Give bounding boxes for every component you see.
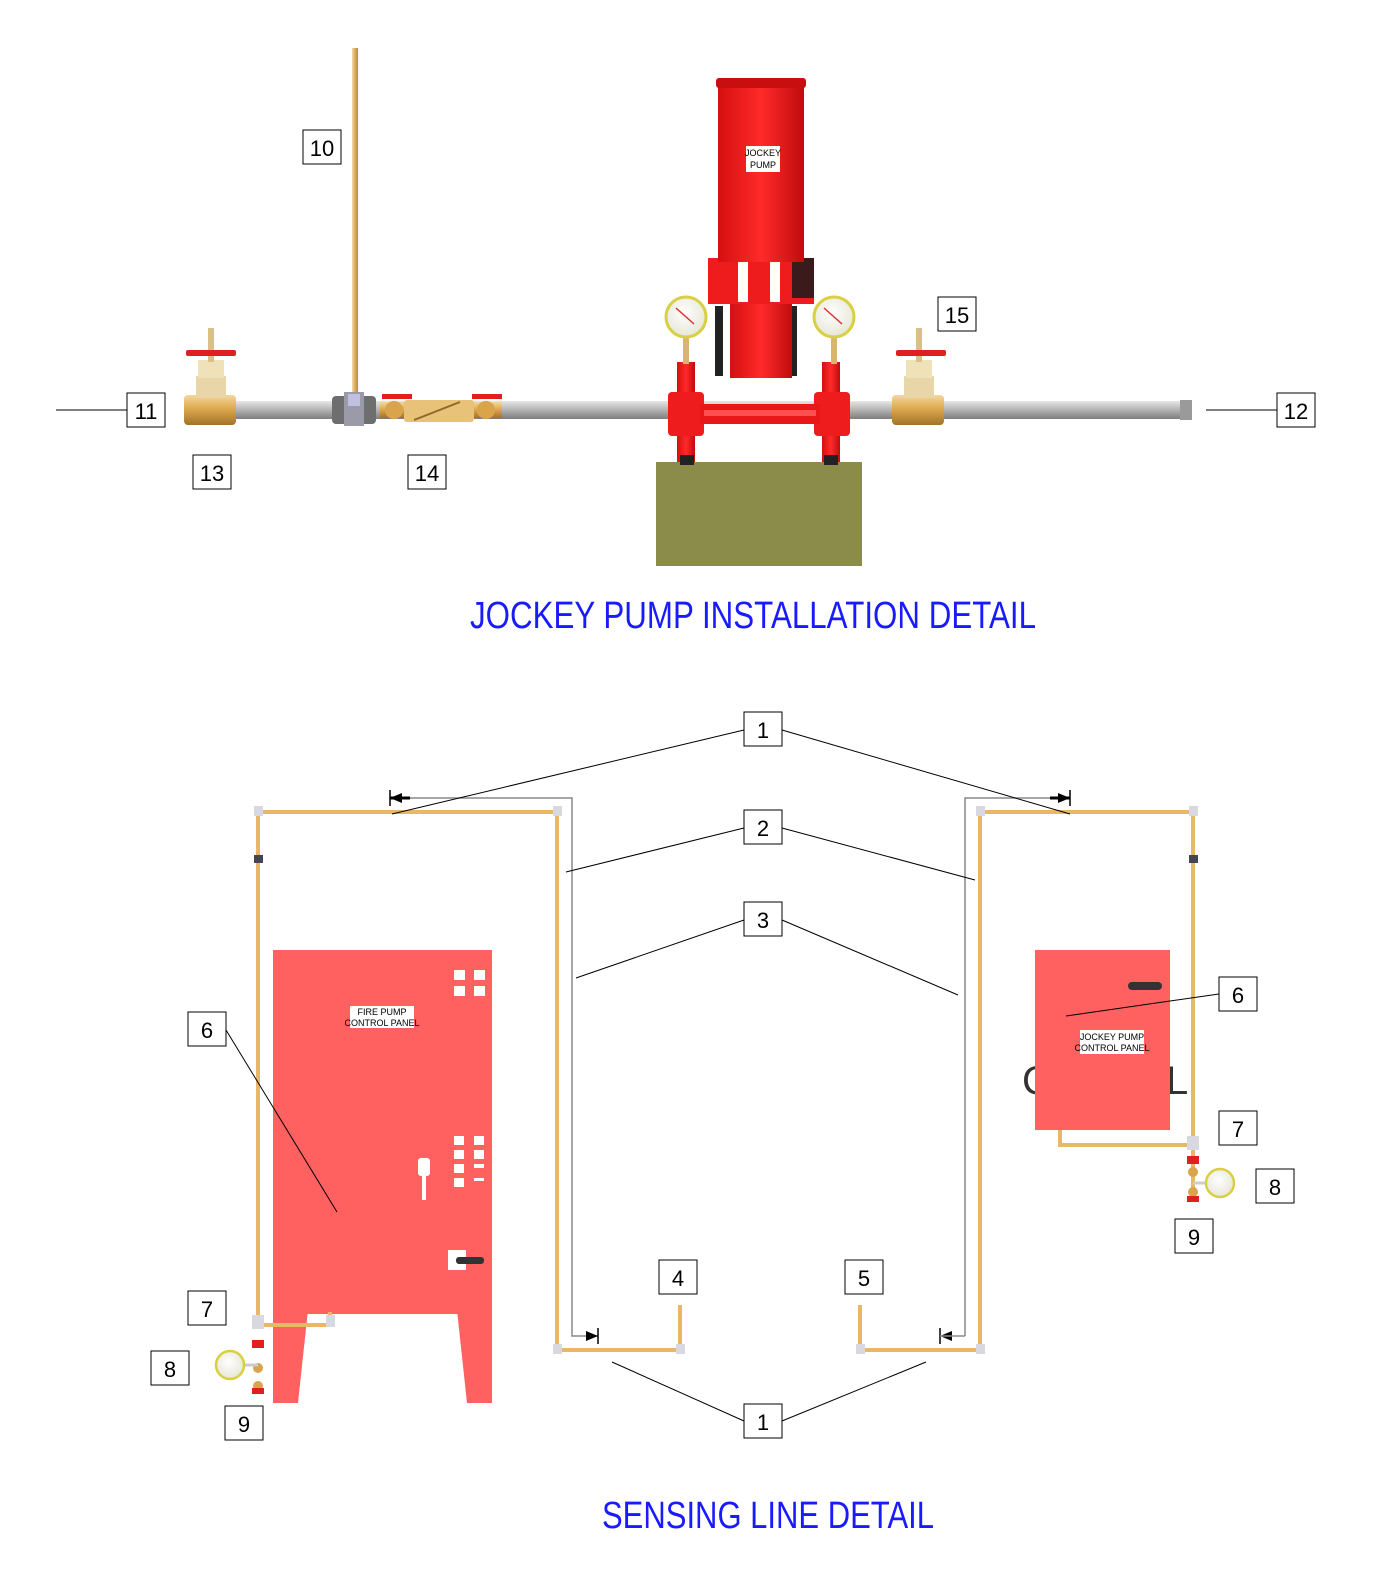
jockey-pump-installation: JOCKEY PUMP 10 11 12 xyxy=(56,48,1316,637)
svg-text:6: 6 xyxy=(1232,983,1244,1008)
callout-7-left: 7 xyxy=(187,1290,227,1326)
gate-valve-left xyxy=(184,328,236,425)
bottom-title: SENSING LINE DETAIL xyxy=(602,1495,934,1537)
svg-text:7: 7 xyxy=(1232,1117,1244,1142)
gate-valve-right xyxy=(892,328,946,425)
sensing-leader-lines xyxy=(225,729,1220,1422)
callout-5: 5 xyxy=(844,1259,884,1295)
left-sensing-line xyxy=(214,790,685,1394)
svg-text:15: 15 xyxy=(945,303,969,328)
svg-text:1: 1 xyxy=(757,1410,769,1435)
svg-text:2: 2 xyxy=(757,816,769,841)
ghost-letter-l: L xyxy=(1166,1059,1188,1103)
callout-8-right: 8 xyxy=(1255,1168,1295,1204)
top-title: JOCKEY PUMP INSTALLATION DETAIL xyxy=(470,595,1036,637)
pump-discharge-gauge xyxy=(812,295,856,364)
strainer-valve xyxy=(380,394,502,422)
callout-3: 3 xyxy=(743,901,783,937)
callout-6-right: 6 xyxy=(1218,976,1258,1012)
callout-15: 15 xyxy=(937,296,977,332)
callout-2: 2 xyxy=(743,809,783,845)
svg-text:9: 9 xyxy=(238,1412,250,1437)
pump-label-line1: JOCKEY xyxy=(745,148,781,158)
svg-text:7: 7 xyxy=(201,1297,213,1322)
svg-text:11: 11 xyxy=(135,399,158,424)
svg-text:9: 9 xyxy=(1188,1225,1200,1250)
pipe-end-cap xyxy=(1180,400,1192,420)
callout-13: 13 xyxy=(192,454,232,490)
svg-text:6: 6 xyxy=(201,1018,213,1043)
pump-base xyxy=(656,462,862,566)
jockey-panel-label-line2: CONTROL PANEL xyxy=(1074,1043,1149,1053)
pump-label-line2: PUMP xyxy=(750,160,776,170)
pump-suction-gauge xyxy=(664,295,708,364)
callout-1-top: 1 xyxy=(743,711,783,747)
fire-panel-label-line2: CONTROL PANEL xyxy=(344,1018,419,1028)
svg-text:8: 8 xyxy=(1269,1175,1281,1200)
callout-11: 11 xyxy=(126,392,166,428)
svg-text:1: 1 xyxy=(757,718,769,743)
sensing-riser-pipe xyxy=(352,48,358,398)
svg-text:3: 3 xyxy=(757,908,769,933)
svg-text:13: 13 xyxy=(200,461,224,486)
pump-motor: JOCKEY PUMP xyxy=(708,78,814,378)
svg-text:10: 10 xyxy=(310,136,334,161)
sensing-line-detail: FIRE PUMP CONTROL PANEL xyxy=(150,711,1295,1537)
right-sensing-line xyxy=(856,790,1236,1354)
callout-9-right: 9 xyxy=(1174,1218,1214,1254)
svg-text:8: 8 xyxy=(164,1357,176,1382)
callout-12: 12 xyxy=(1276,392,1316,428)
pump-casing xyxy=(668,362,850,465)
callout-9-left: 9 xyxy=(224,1405,264,1441)
callout-10: 10 xyxy=(302,129,342,165)
callout-6-left: 6 xyxy=(187,1011,227,1047)
callout-1-bottom: 1 xyxy=(743,1403,783,1439)
fire-pump-control-panel: FIRE PUMP CONTROL PANEL xyxy=(273,950,492,1403)
jockey-pump-control-panel: C L JOCKEY PUMP CONTROL PANEL xyxy=(1022,950,1188,1130)
jockey-panel-label-line1: JOCKEY PUMP xyxy=(1080,1032,1144,1042)
callout-4: 4 xyxy=(658,1259,698,1295)
callout-7-right: 7 xyxy=(1218,1110,1258,1146)
callout-14: 14 xyxy=(407,454,447,490)
svg-text:14: 14 xyxy=(415,461,439,486)
svg-text:4: 4 xyxy=(672,1266,684,1291)
callout-8-left: 8 xyxy=(150,1350,190,1386)
svg-text:12: 12 xyxy=(1284,399,1308,424)
tee-fitting xyxy=(332,392,376,426)
svg-text:5: 5 xyxy=(858,1266,870,1291)
fire-panel-label-line1: FIRE PUMP xyxy=(357,1007,406,1017)
